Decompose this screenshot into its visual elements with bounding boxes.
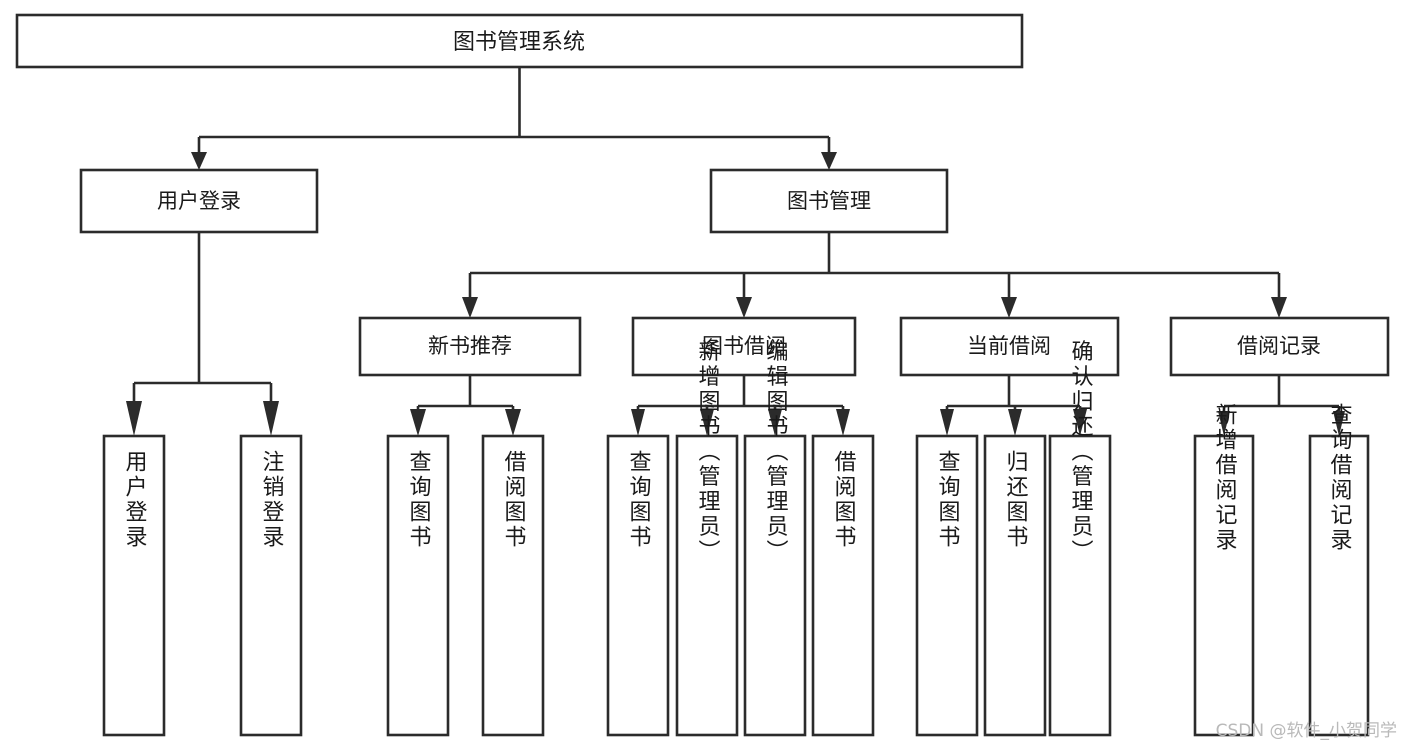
leaf-add-borrow-record[interactable]: 新增借阅记录 [1193,403,1255,737]
node-book-borrow[interactable]: 图书借阅 [631,316,857,377]
leaf-add-book-admin-label: 新增图书（管理员） [695,340,721,565]
leaf-return-book-box[interactable] [983,434,1047,737]
arrowhead-book-management [821,152,837,170]
node-book-management-box[interactable] [709,168,949,234]
leaf-confirm-return-admin[interactable]: 确认归还（管理员） [1048,340,1112,737]
node-book-borrow-label: 图书借阅 [702,334,786,358]
connector-layer [126,67,1345,436]
leaf-query-book-current-label: 查询图书 [935,450,961,550]
leaf-query-book-newrec-label: 查询图书 [406,450,432,550]
arrowhead-leaf-logout [263,401,279,436]
leaf-query-book-newrec-box[interactable] [386,434,450,737]
leaf-add-book-admin-box[interactable] [675,434,739,737]
leaf-user-login-label: 用户登录 [122,450,148,550]
leaf-borrow-book[interactable]: 借阅图书 [811,434,875,737]
leaf-query-borrow-record-label: 查询借阅记录 [1327,403,1353,553]
leaf-edit-book-admin-box[interactable] [743,434,807,737]
node-new-book-recommend-box[interactable] [358,316,582,377]
leaf-borrow-book-newrec-box[interactable] [481,434,545,737]
node-borrow-record-box[interactable] [1169,316,1390,377]
leaf-add-borrow-record-label: 新增借阅记录 [1212,403,1238,553]
leaf-query-book-borrow-label: 查询图书 [626,450,652,550]
node-borrow-record[interactable]: 借阅记录 [1169,316,1390,377]
leaf-query-book-borrow[interactable]: 查询图书 [606,434,670,737]
leaf-query-borrow-record[interactable]: 查询借阅记录 [1308,403,1370,737]
leaf-logout[interactable]: 注销登录 [239,434,303,737]
leaf-confirm-return-admin-label: 确认归还（管理员） [1068,340,1094,565]
arrowhead-borrow-lend [836,409,850,436]
leaf-borrow-book-box[interactable] [811,434,875,737]
arrowhead-borrow-record [1271,297,1287,318]
node-user-login-box[interactable] [79,168,319,234]
node-book-management-label: 图书管理 [787,189,871,213]
arrowhead-book-borrow [736,297,752,318]
leaf-query-book-borrow-box[interactable] [606,434,670,737]
leaf-edit-book-admin[interactable]: 编辑图书（管理员） [743,340,807,737]
arrowhead-record-query [1333,411,1345,436]
leaf-confirm-return-admin-box[interactable] [1048,434,1112,737]
leaf-query-book-current-box[interactable] [915,434,979,737]
leaf-query-book-newrec[interactable]: 查询图书 [386,434,450,737]
leaf-borrow-book-newrec[interactable]: 借阅图书 [481,434,545,737]
arrowhead-borrow-add [700,409,714,436]
leaf-add-borrow-record-box[interactable] [1193,434,1255,737]
leaf-query-book-current[interactable]: 查询图书 [915,434,979,737]
node-root-label: 图书管理系统 [453,30,585,55]
node-borrow-record-label: 借阅记录 [1237,334,1321,358]
arrowhead-newbook-borrow [505,409,521,436]
arrowhead-current-borrow [1001,297,1017,318]
leaf-user-login[interactable]: 用户登录 [102,434,166,737]
node-root[interactable]: 图书管理系统 [15,13,1024,69]
arrowhead-borrow-edit [768,409,782,436]
arrowhead-current-confirm [1073,409,1087,436]
node-current-borrow[interactable]: 当前借阅 [899,316,1120,377]
node-root-box[interactable] [15,13,1024,69]
csdn-watermark: CSDN @软件_小贺同学 [1215,721,1397,741]
leaf-return-book[interactable]: 归还图书 [983,434,1047,737]
arrowhead-current-query [940,409,954,436]
leaf-user-login-box[interactable] [102,434,166,737]
node-new-book-recommend-label: 新书推荐 [428,334,512,358]
leaf-borrow-book-newrec-label: 借阅图书 [501,450,527,550]
leaf-borrow-book-label: 借阅图书 [831,450,857,550]
arrowhead-newbook-query [410,409,426,436]
arrowhead-leaf-user-login [126,401,142,436]
arrowhead-user-login [191,152,207,170]
leaf-edit-book-admin-label: 编辑图书（管理员） [763,340,789,565]
arrowhead-new-book-rec [462,297,478,318]
arrowhead-borrow-query [631,409,645,436]
node-book-management[interactable]: 图书管理 [709,168,949,234]
node-current-borrow-label: 当前借阅 [967,334,1051,358]
leaf-return-book-label: 归还图书 [1003,450,1029,550]
leaf-add-book-admin[interactable]: 新增图书（管理员） [675,340,739,737]
leaf-query-borrow-record-box[interactable] [1308,434,1370,737]
leaf-logout-label: 注销登录 [259,450,285,550]
arrowhead-current-return [1008,409,1022,436]
node-current-borrow-box[interactable] [899,316,1120,377]
node-user-login-label: 用户登录 [157,189,241,213]
node-book-borrow-box[interactable] [631,316,857,377]
leaf-logout-box[interactable] [239,434,303,737]
node-user-login[interactable]: 用户登录 [79,168,319,234]
arrowhead-record-add [1218,411,1230,436]
node-new-book-recommend[interactable]: 新书推荐 [358,316,582,377]
